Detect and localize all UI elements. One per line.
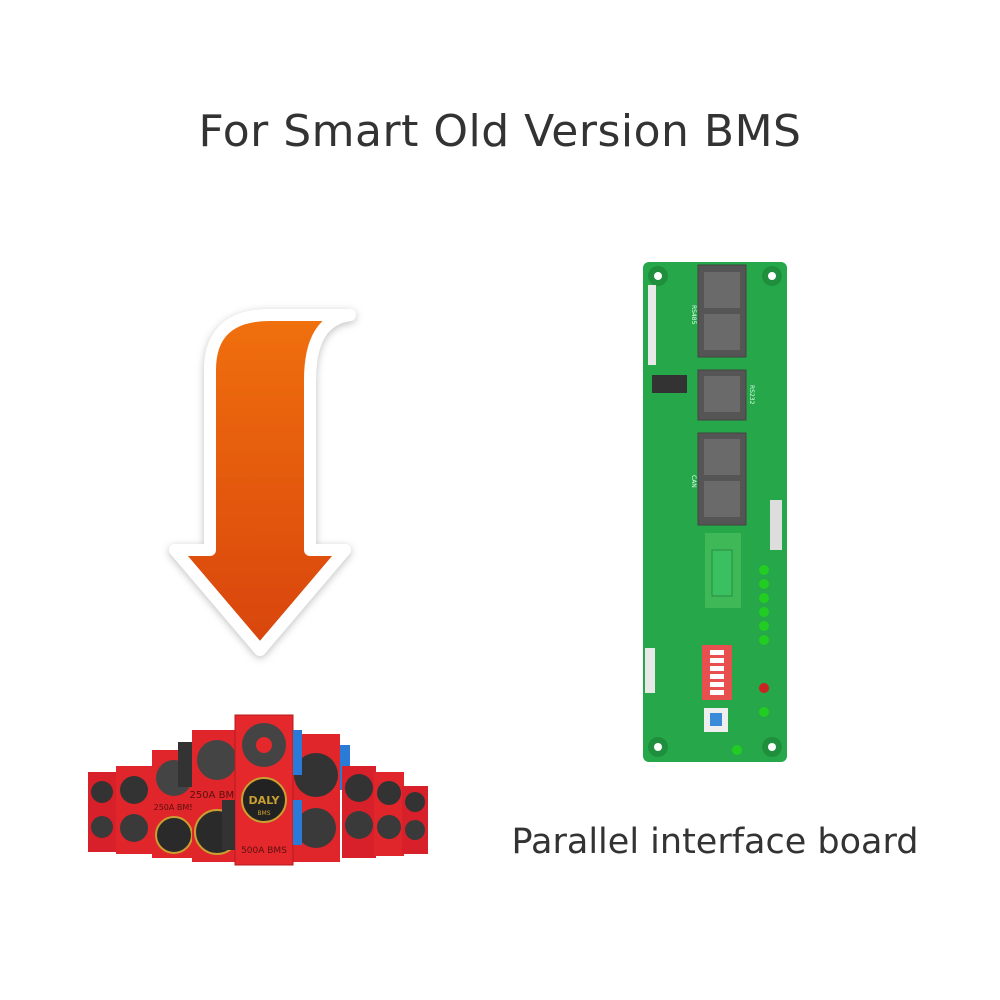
daly-logo: DALY bbox=[249, 794, 281, 807]
bms-label: 250A BMS bbox=[154, 803, 195, 812]
bms-unit-500a: DALY BMS 500A BMS bbox=[222, 714, 302, 866]
rj45-port-can: CAN bbox=[690, 432, 747, 526]
page-title: For Smart Old Version BMS bbox=[198, 106, 802, 157]
bms-label: 250A BMS bbox=[190, 790, 241, 801]
rj45-port-rs485: RS485 bbox=[690, 264, 747, 358]
bms-unit bbox=[402, 786, 428, 854]
bms-unit bbox=[88, 772, 116, 852]
status-leds bbox=[732, 565, 769, 755]
port-label: RS485 bbox=[690, 305, 697, 325]
rj45-port-rs232: RS232 bbox=[697, 369, 755, 421]
bms-label: 500A BMS bbox=[241, 846, 287, 856]
bms-unit bbox=[374, 772, 404, 856]
board-caption: Parallel interface board bbox=[511, 822, 919, 862]
daly-logo-sub: BMS bbox=[257, 810, 270, 817]
bms-unit bbox=[116, 766, 152, 854]
port-label: CAN bbox=[690, 475, 697, 488]
bms-product-group: 250A BMS 250A BMS DALY BMS 500A BMS bbox=[88, 714, 428, 866]
down-arrow-icon bbox=[169, 309, 356, 656]
red-led bbox=[759, 683, 769, 693]
bms-unit bbox=[342, 766, 376, 858]
port-label: RS232 bbox=[748, 385, 755, 405]
parallel-interface-board: RS485 RS232 CAN bbox=[643, 262, 787, 762]
terminal-block bbox=[705, 533, 741, 608]
